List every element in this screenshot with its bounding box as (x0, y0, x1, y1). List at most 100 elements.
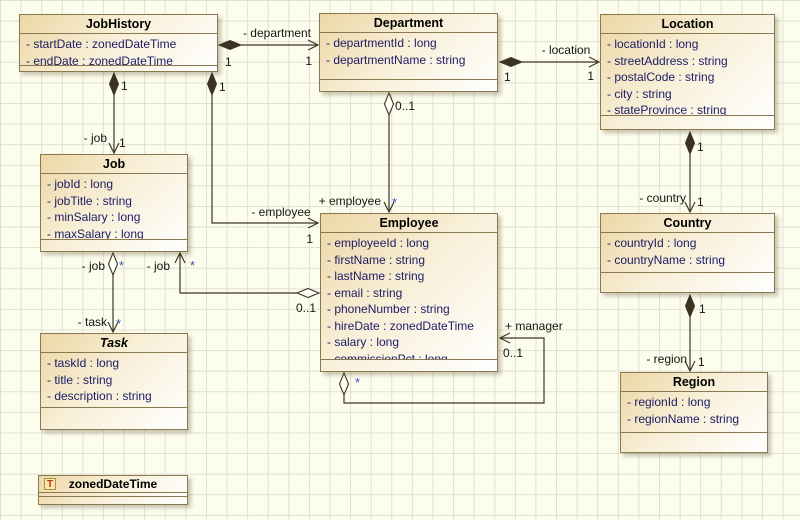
class-title: Location (601, 15, 774, 34)
class-title: Job (41, 155, 187, 174)
attribute-compartment: - departmentId : long - departmentName :… (320, 33, 497, 79)
attribute: - countryName : string (607, 252, 726, 267)
class-title: Employee (321, 214, 497, 233)
role-label: + employee (319, 194, 382, 208)
attribute: - departmentId : long (326, 36, 437, 50)
open-arrow-icon (107, 321, 119, 334)
multiplicity-label: * (116, 316, 121, 331)
attribute-compartment: - locationId : long - streetAddress : st… (601, 34, 774, 115)
multiplicity-label: 1 (121, 79, 128, 93)
multiplicity-label: 0..1 (503, 346, 523, 360)
multiplicity-label: 1 (225, 55, 232, 69)
class-title: Region (621, 373, 767, 392)
multiplicity-label: 1 (587, 69, 594, 83)
operations-compartment (39, 496, 187, 504)
class-title: JobHistory (20, 15, 217, 34)
attribute: - stateProvince : string (607, 103, 727, 115)
class-task[interactable]: Task - taskId : long - title : string - … (40, 333, 188, 430)
multiplicity-label: 1 (699, 302, 706, 316)
open-arrow-icon (108, 142, 120, 155)
attribute: - description : string (47, 389, 152, 403)
multiplicity-label: * (190, 258, 195, 273)
role-label: - job (82, 259, 106, 273)
datatype-zoneddatetime[interactable]: T zonedDateTime (38, 475, 188, 505)
open-arrow-icon (498, 332, 511, 344)
aggregation-diamond-icon (338, 371, 350, 397)
aggregation-diamond-icon (383, 91, 395, 117)
role-label: - region (646, 352, 687, 366)
attribute: - commissionPct : long (327, 351, 448, 360)
attribute: - phoneNumber : string (327, 302, 450, 316)
role-label: + manager (505, 319, 563, 333)
multiplicity-label: 1 (697, 140, 704, 154)
attribute: - regionId : long (627, 395, 711, 409)
assoc-employee-manager: * + manager 0..1 (338, 319, 563, 404)
attribute: - maxSalary : long (47, 226, 144, 240)
multiplicity-label: 1 (698, 355, 705, 369)
attribute-compartment: - regionId : long - regionName : string (621, 392, 767, 432)
open-arrow-icon (684, 201, 696, 214)
attribute: - departmentName : string (326, 52, 466, 67)
composition-diamond-icon (498, 56, 524, 68)
multiplicity-label: 1 (697, 195, 704, 209)
operations-compartment (601, 272, 774, 292)
role-label: - department (243, 26, 312, 40)
assoc-department-location: - location 1 1 (498, 43, 601, 84)
attribute: - startDate : zonedDateTime (26, 37, 177, 51)
class-employee[interactable]: Employee - employeeId : long - firstName… (320, 213, 498, 372)
assoc-location-country: 1 - country 1 (639, 130, 704, 214)
attribute: - minSalary : long (47, 210, 141, 224)
class-country[interactable]: Country - countryId : long - countryName… (600, 213, 775, 293)
datatype-title: T zonedDateTime (39, 476, 187, 493)
role-label: - employee (251, 205, 311, 219)
datatype-icon: T (44, 478, 56, 490)
operations-compartment (621, 432, 767, 452)
multiplicity-label: 1 (504, 70, 511, 84)
attribute: - regionName : string (627, 411, 740, 426)
role-label: - job (84, 131, 108, 145)
operations-compartment (320, 79, 497, 91)
class-department[interactable]: Department - departmentId : long - depar… (319, 13, 498, 92)
operations-compartment (20, 65, 217, 71)
attribute: - taskId : long (47, 356, 120, 370)
multiplicity-label: * (119, 258, 124, 273)
class-region[interactable]: Region - regionId : long - regionName : … (620, 372, 768, 453)
class-job[interactable]: Job - jobId : long - jobTitle : string -… (40, 154, 188, 252)
attribute: - hireDate : zonedDateTime (327, 318, 474, 333)
association-line[interactable] (343, 337, 545, 404)
association-line[interactable] (211, 95, 318, 224)
attribute-compartment: - jobId : long - jobTitle : string - min… (41, 174, 187, 239)
aggregation-diamond-icon (107, 251, 119, 277)
open-arrow-icon (307, 39, 320, 51)
attribute: - jobTitle : string (47, 193, 132, 208)
association-line[interactable] (179, 253, 297, 294)
assoc-country-region: 1 - region 1 (646, 293, 706, 373)
attribute: - postalCode : string (607, 70, 715, 84)
attribute: - streetAddress : string (607, 53, 728, 68)
open-arrow-icon (307, 217, 320, 229)
assoc-jobhistory-employee: 1 - employee 1 (206, 71, 320, 246)
aggregation-diamond-icon (295, 287, 321, 299)
attribute: - title : string (47, 372, 113, 387)
multiplicity-label: 0..1 (296, 301, 316, 315)
class-title: Task (41, 334, 187, 353)
attribute-compartment: - startDate : zonedDateTime - endDate : … (20, 34, 217, 65)
multiplicity-label: * (392, 195, 397, 210)
assoc-jobhistory-department: - department 1 1 (217, 26, 320, 69)
multiplicity-label: 1 (305, 54, 312, 68)
class-title: Department (320, 14, 497, 33)
attribute-compartment: - taskId : long - title : string - descr… (41, 353, 187, 407)
attribute: - city : string (607, 86, 672, 101)
operations-compartment (601, 115, 774, 129)
role-label: - job (147, 259, 171, 273)
class-location[interactable]: Location - locationId : long - streetAdd… (600, 14, 775, 130)
operations-compartment (41, 239, 187, 251)
multiplicity-label: 1 (119, 136, 126, 150)
open-arrow-icon (383, 201, 395, 214)
class-jobhistory[interactable]: JobHistory - startDate : zonedDateTime -… (19, 14, 218, 72)
multiplicity-label: 1 (219, 80, 226, 94)
datatype-name: zonedDateTime (68, 477, 158, 491)
assoc-jobhistory-job: 1 - job 1 (84, 71, 128, 155)
attribute-compartment: - countryId : long - countryName : strin… (601, 233, 774, 272)
role-label: - task (78, 315, 108, 329)
